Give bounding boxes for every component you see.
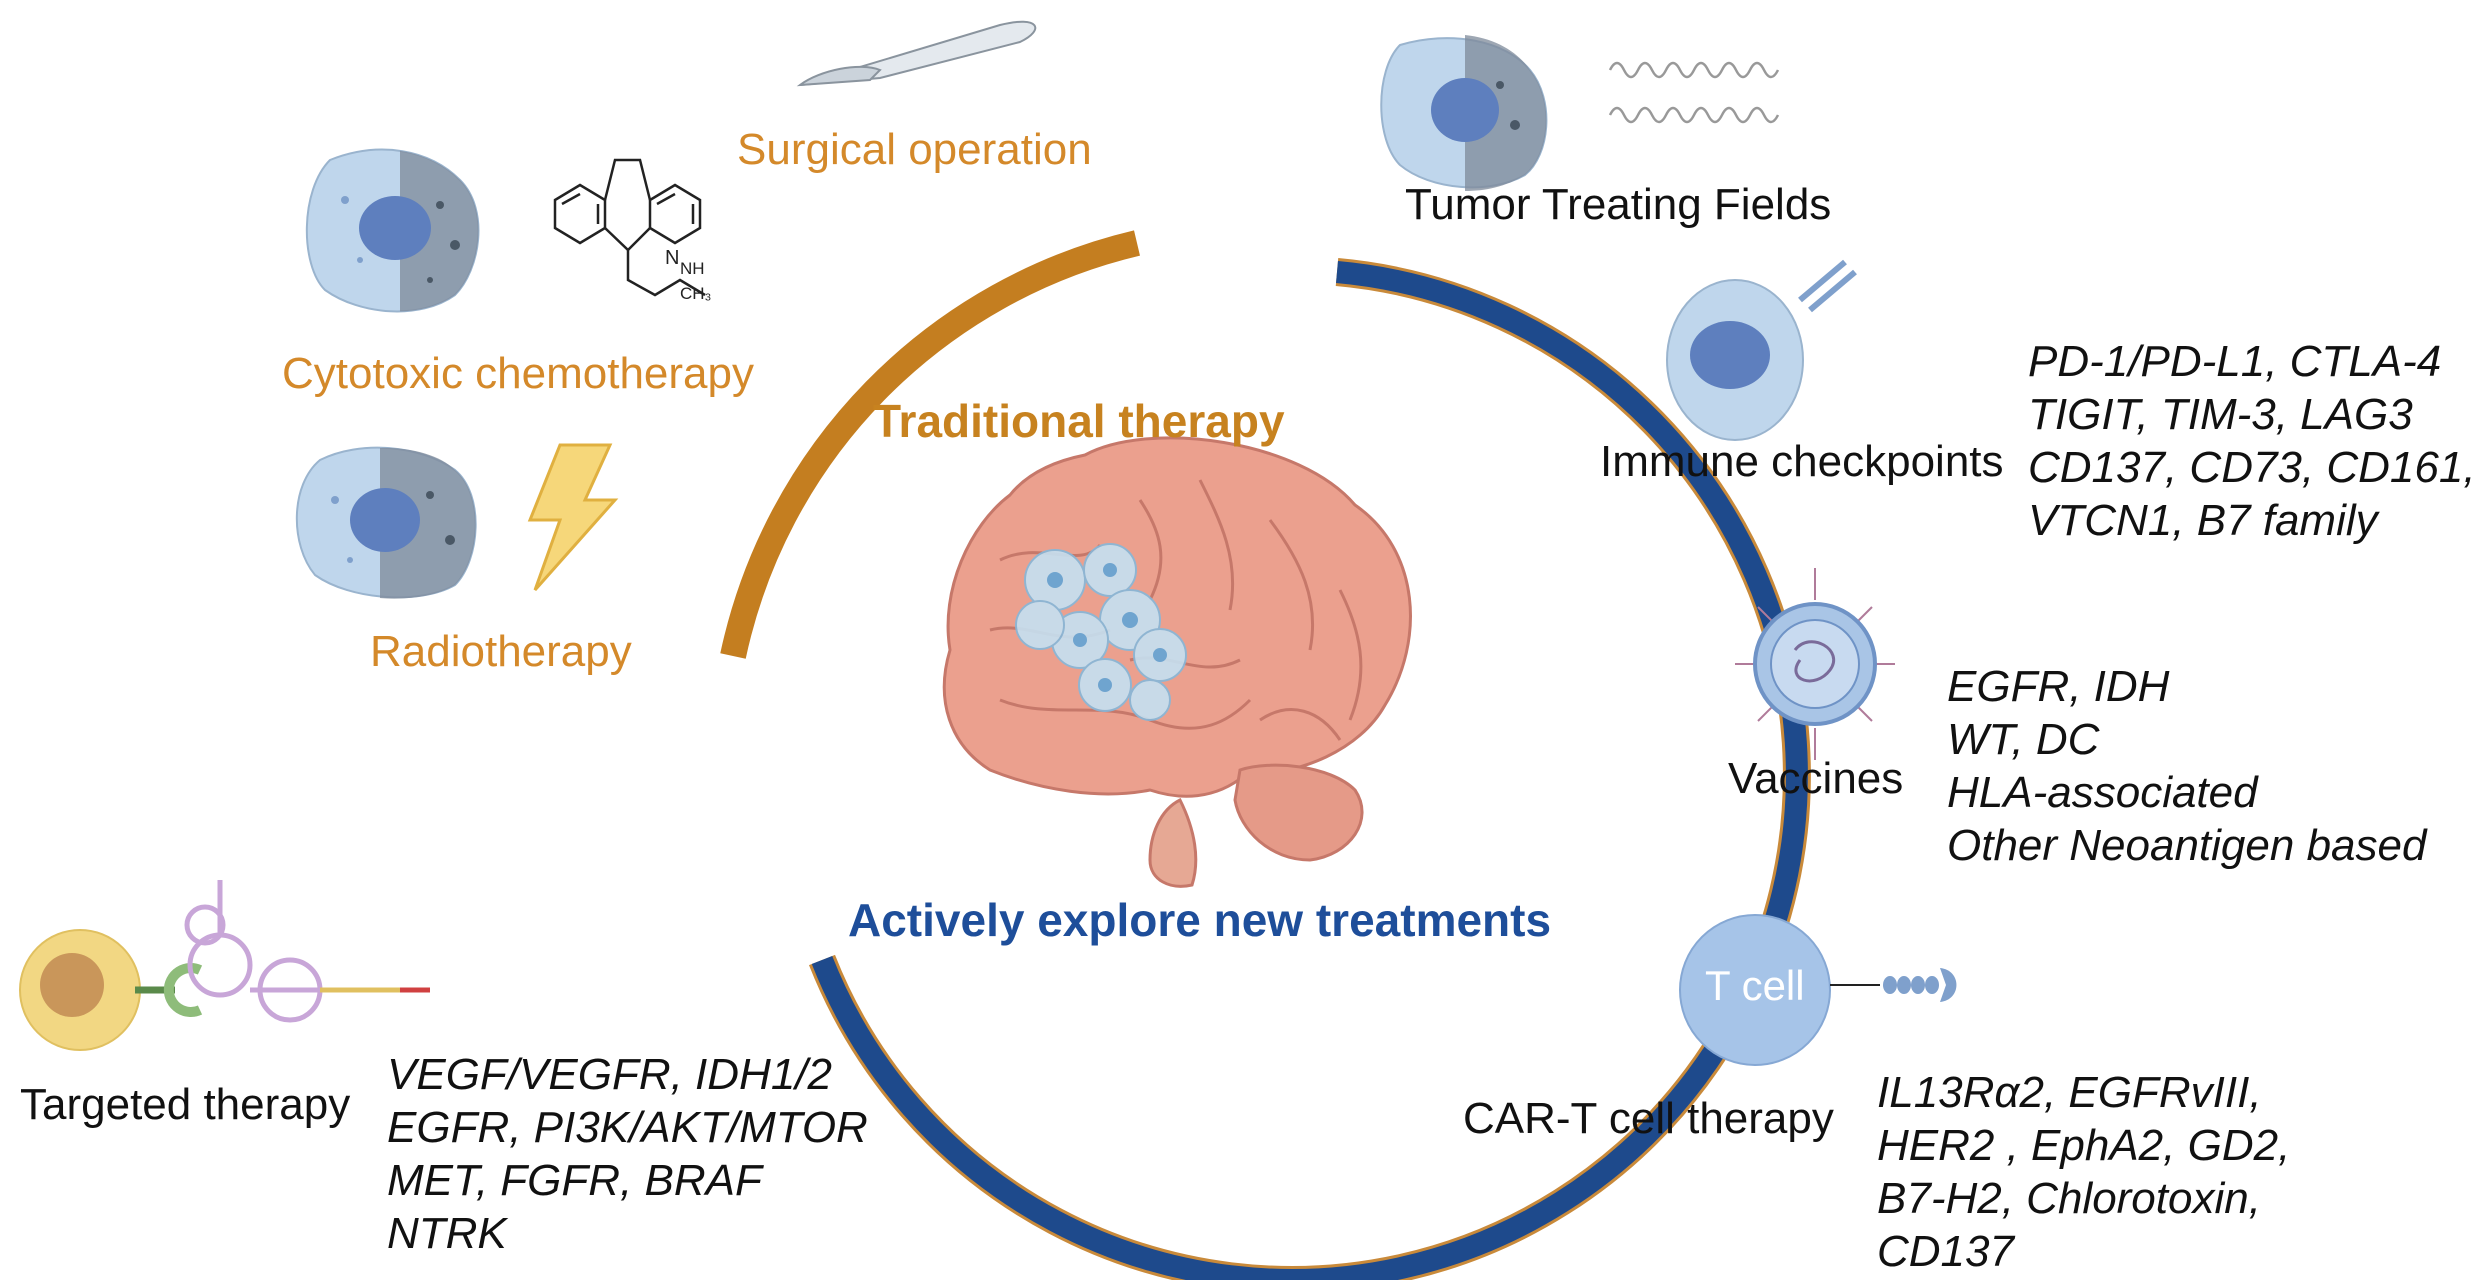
targeted-target-line: MET, FGFR, BRAF	[387, 1156, 762, 1205]
immune-cell-icon	[1666, 259, 1857, 441]
vaccine-virus-icon	[1735, 568, 1895, 760]
lightning-bolt-icon	[527, 443, 619, 591]
tumor-cell-icon-chemo	[305, 148, 480, 313]
checkpoint-target-line: TIGIT, TIM-3, LAG3	[2028, 390, 2413, 439]
targeted-target-line: EGFR, PI3K/AKT/MTOR	[387, 1103, 868, 1152]
car-t-target-line: HER2 , EphA2, GD2,	[1877, 1121, 2291, 1170]
tumor-cell-icon-radio	[295, 446, 477, 599]
cytotoxic-chemotherapy-label: Cytotoxic chemotherapy	[282, 349, 754, 398]
immune-checkpoints-label: Immune checkpoints	[1600, 437, 2004, 486]
t-cell-text: T cell	[1705, 962, 1805, 1009]
checkpoint-target-line: VTCN1, B7 family	[2028, 496, 2378, 545]
checkpoint-target-line: PD-1/PD-L1, CTLA-4	[2028, 337, 2442, 386]
targeted-target-line: VEGF/VEGFR, IDH1/2	[387, 1050, 832, 1099]
ring-nitrogen-label: N	[665, 247, 680, 269]
surgical-operation-label: Surgical operation	[737, 125, 1092, 174]
car-t-cell-therapy-label: CAR-T cell therapy	[1463, 1094, 1834, 1143]
vaccine-target-line: WT, DC	[1947, 715, 2100, 764]
tumor-treating-fields-label: Tumor Treating Fields	[1405, 180, 1832, 229]
car-t-target-line: B7-H2, Chlorotoxin,	[1877, 1174, 2261, 1223]
new-treatments-arc-inner	[811, 261, 1808, 1280]
vaccines-label: Vaccines	[1728, 754, 1904, 803]
new-treatments-title: Actively explore new treatments	[848, 894, 1552, 946]
electric-field-wave-icon	[1608, 61, 1780, 79]
targeted-target-line: NTRK	[387, 1209, 507, 1258]
car-t-target-line: IL13Rα2, EGFRvIII,	[1877, 1068, 2262, 1117]
chemical-structure-icon	[553, 158, 706, 297]
traditional-therapy-title: Traditional therapy	[873, 395, 1285, 447]
brain-with-tumor-icon	[942, 436, 1412, 888]
car-t-target-line: CD137	[1877, 1227, 2014, 1276]
targeted-therapy-targets: VEGF/VEGFR, IDH1/2 EGFR, PI3K/AKT/MTOR M…	[387, 1048, 868, 1260]
vaccine-target-line: Other Neoantigen based	[1947, 821, 2427, 870]
methyl-label: CH₃	[680, 284, 712, 303]
vaccine-target-line: EGFR, IDH	[1947, 662, 2170, 711]
car-t-targets: IL13Rα2, EGFRvIII, HER2 , EphA2, GD2, B7…	[1877, 1066, 2290, 1278]
car-t-cell-icon	[1679, 914, 1957, 1066]
radiotherapy-label: Radiotherapy	[370, 627, 632, 676]
immune-checkpoint-targets: PD-1/PD-L1, CTLA-4 TIGIT, TIM-3, LAG3 CD…	[2028, 335, 2476, 547]
checkpoint-target-line: CD137, CD73, CD161,	[2028, 443, 2476, 492]
vaccine-targets: EGFR, IDH WT, DC HLA-associated Other Ne…	[1947, 660, 2426, 872]
amine-label: NH	[680, 259, 705, 278]
scalpel-icon	[796, 20, 1037, 87]
targeted-therapy-label: Targeted therapy	[20, 1080, 351, 1129]
traditional-therapy-arc	[720, 230, 1140, 659]
vaccine-target-line: HLA-associated	[1947, 768, 2258, 817]
electric-field-wave-icon-2	[1608, 106, 1780, 124]
targeted-therapy-icon	[19, 880, 430, 1051]
tumor-cell-icon-ttf	[1380, 35, 1548, 191]
